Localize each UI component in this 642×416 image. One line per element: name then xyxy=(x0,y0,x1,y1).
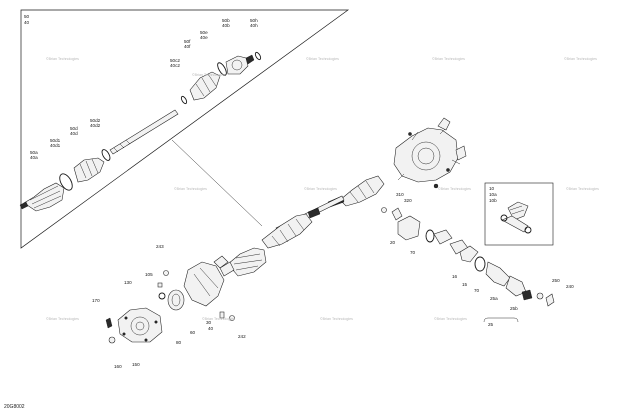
differential-housing xyxy=(393,117,467,189)
watermark-4: ©Brian Technologies xyxy=(564,57,597,61)
watermark-0: ©Brian Technologies xyxy=(46,57,79,61)
watermarks: ©Brian Technologies ©Brian Technologies ©B… xyxy=(46,57,599,321)
watermark-9: ©Brian Technologies xyxy=(46,317,79,321)
part-label-l105: 105 xyxy=(145,272,153,277)
inset-boot-right xyxy=(189,62,227,101)
inset-cv-joint-left xyxy=(19,173,73,212)
watermark-7: ©Brian Technologies xyxy=(438,187,471,191)
inset-border xyxy=(20,9,350,249)
part-label-l242: 242 xyxy=(238,334,246,339)
watermark-6: ©Brian Technologies xyxy=(304,187,337,191)
inset-box-right xyxy=(484,182,554,246)
drawing-code: 20G8002 xyxy=(4,404,25,410)
main-drive-shaft xyxy=(219,175,385,277)
part-label-l160: 160 xyxy=(114,364,122,369)
part-label-l130: 130 xyxy=(124,280,132,285)
watermark-2: ©Brian Technologies xyxy=(306,57,339,61)
part-label-l40: 40 xyxy=(208,326,214,331)
part-label-l243: 243 xyxy=(156,244,164,249)
watermark-5: ©Brian Technologies xyxy=(174,187,207,191)
part-label-l320: 320 xyxy=(404,198,412,203)
pinion-shaft-parts xyxy=(381,207,555,307)
watermark-3: ©Brian Technologies xyxy=(432,57,465,61)
inset-shaft-assembly xyxy=(19,51,262,212)
part-label-l310: 310 xyxy=(396,192,404,197)
watermark-12: ©Brian Technologies xyxy=(434,317,467,321)
bracket-25 xyxy=(483,317,519,323)
inset-shaft xyxy=(109,95,188,155)
part-label-l150: 150 xyxy=(132,362,140,367)
part-label-l70a: 70 xyxy=(410,250,416,255)
part-label-l170: 170 xyxy=(92,298,100,303)
inset-leader-line xyxy=(171,139,263,227)
knuckle-assembly xyxy=(105,255,235,344)
part-label-l20: 20 xyxy=(390,240,396,245)
part-label-l25b: 25b xyxy=(510,306,518,311)
part-label-l25: 25 xyxy=(488,322,494,327)
part-label-l25a: 25a xyxy=(490,296,498,301)
part-label-l250: 250 xyxy=(552,278,560,283)
watermark-11: ©Brian Technologies xyxy=(320,317,353,321)
part-label-l15: 15 xyxy=(462,282,468,287)
part-label-l60: 60 xyxy=(190,330,196,335)
watermark-10: ©Brian Technologies xyxy=(202,317,235,321)
inset-panel xyxy=(20,9,350,249)
watermark-8: ©Brian Technologies xyxy=(566,187,599,191)
inset-boot-left xyxy=(73,149,111,183)
part-label-l80: 80 xyxy=(176,340,182,345)
part-label-l30: 30 xyxy=(206,320,212,325)
part-label-l240: 240 xyxy=(566,284,574,289)
part-label-l70b: 70 xyxy=(474,288,480,293)
part-label-l16: 16 xyxy=(452,274,458,279)
watermark-1: ©Brian Technologies xyxy=(192,73,225,77)
inset-cv-joint-right xyxy=(225,51,262,75)
